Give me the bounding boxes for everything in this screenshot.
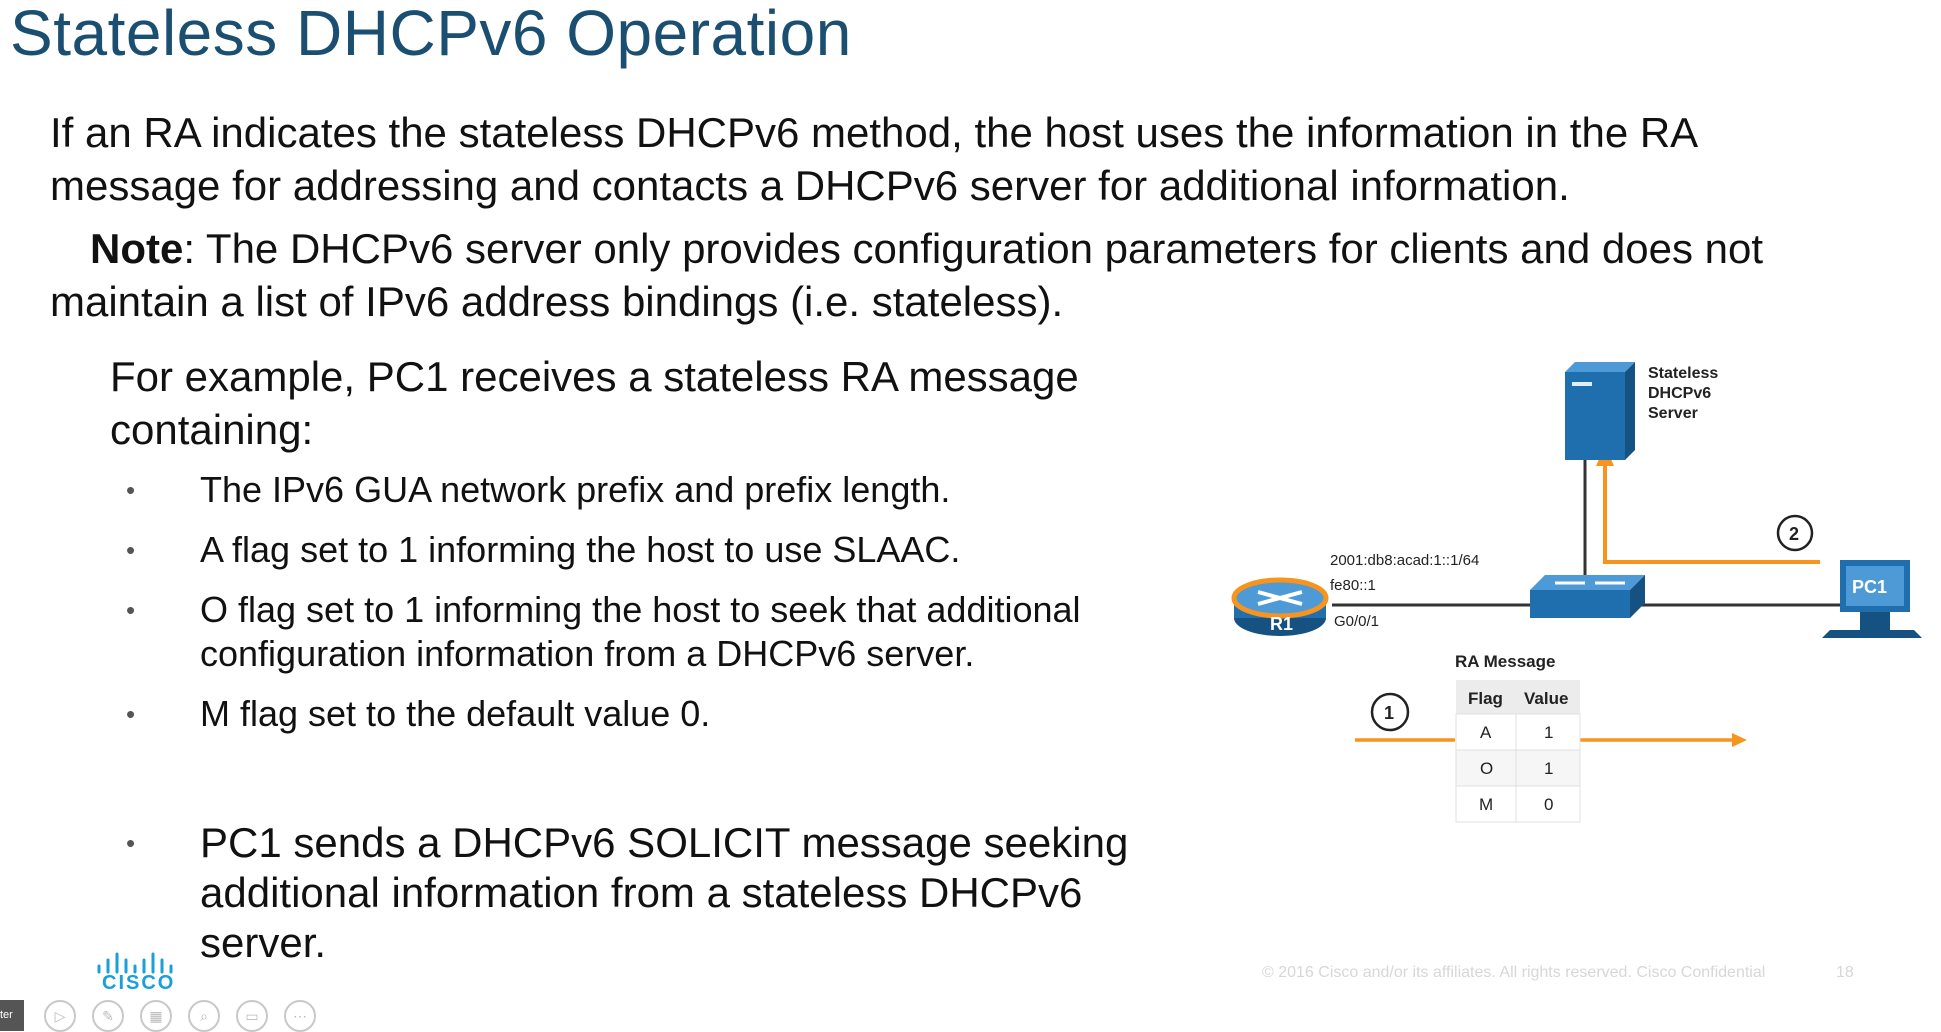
table-header-flag: Flag (1468, 689, 1503, 708)
step-1-marker (1370, 692, 1410, 732)
pen-icon[interactable]: ✎ (92, 1000, 124, 1032)
bullet-icon: • (126, 699, 136, 729)
table-cell: O (1480, 759, 1493, 778)
cisco-logo-text: CISCO (102, 972, 176, 994)
cisco-logo-icon (97, 952, 173, 974)
server-label-line3: Server (1648, 405, 1698, 422)
slide-title: Stateless DHCPv6 Operation (10, 0, 852, 69)
ra-contents-list: • The IPv6 GUA network prefix and prefix… (120, 468, 1180, 736)
list-item: • PC1 sends a DHCPv6 SOLICIT message see… (120, 818, 1180, 968)
bullet-text: The IPv6 GUA network prefix and prefix l… (200, 469, 951, 510)
table-cell: 1 (1544, 723, 1553, 742)
router-icon (1231, 577, 1329, 636)
ra-message-title: RA Message (1455, 652, 1555, 671)
step-2-marker (1776, 514, 1814, 552)
bullet-icon: • (126, 475, 136, 505)
dhcpv6-server-icon (1565, 362, 1635, 460)
solicit-list: • PC1 sends a DHCPv6 SOLICIT message see… (120, 818, 1180, 968)
slides-icon[interactable]: ▦ (140, 1000, 172, 1032)
list-item: • A flag set to 1 informing the host to … (120, 528, 1180, 572)
step-1-label: 1 (1384, 703, 1394, 723)
note-label: Note (90, 225, 184, 272)
server-label-line1: Stateless (1648, 365, 1718, 382)
play-icon[interactable]: ▷ (44, 1000, 76, 1032)
table-cell: A (1480, 723, 1492, 742)
ra-arrowhead (1732, 733, 1747, 747)
table-cell: M (1479, 795, 1493, 814)
ra-flags-table: Flag Value A 1 O 1 M 0 (1455, 680, 1581, 823)
page-number: 18 (1836, 964, 1854, 981)
pc-label: PC1 (1852, 577, 1887, 597)
subtitles-icon[interactable]: ▭ (236, 1000, 268, 1032)
copyright-footer: © 2016 Cisco and/or its affiliates. All … (1262, 964, 1766, 981)
pc1-icon (1822, 560, 1922, 638)
bullet-text: PC1 sends a DHCPv6 SOLICIT message seeki… (200, 819, 1129, 966)
table-cell: 1 (1544, 759, 1553, 778)
bullet-text: O flag set to 1 informing the host to se… (200, 589, 1081, 674)
presenter-view-tab[interactable]: ter (0, 1000, 24, 1031)
bullet-icon: • (126, 535, 136, 565)
table-cell: 0 (1544, 795, 1553, 814)
list-item: • The IPv6 GUA network prefix and prefix… (120, 468, 1180, 512)
bullet-icon: • (126, 828, 136, 858)
switch-icon (1530, 575, 1645, 618)
bullet-text: M flag set to the default value 0. (200, 693, 711, 734)
bullet-icon: • (126, 595, 136, 625)
slideshow-toolbar: ▷ ✎ ▦ ⌕ ▭ ⋯ (0, 995, 340, 1032)
example-intro: For example, PC1 receives a stateless RA… (110, 353, 1079, 453)
network-diagram: Stateless DHCPv6 Server R1 2001:db8:acad… (1231, 362, 1922, 823)
bullet-text: A flag set to 1 informing the host to us… (200, 529, 961, 570)
more-icon[interactable]: ⋯ (284, 1000, 316, 1032)
server-label-line2: DHCPv6 (1648, 385, 1711, 402)
note-text: : The DHCPv6 server only provides config… (50, 225, 1764, 325)
table-header-value: Value (1524, 689, 1568, 708)
router-label: R1 (1270, 614, 1293, 634)
list-item: • O flag set to 1 informing the host to … (120, 588, 1180, 676)
interface-label: G0/0/1 (1334, 613, 1379, 630)
zoom-icon[interactable]: ⌕ (188, 1000, 220, 1032)
step-2-label: 2 (1789, 524, 1799, 544)
note-paragraph: Note: The DHCPv6 server only provides co… (50, 222, 1810, 328)
paragraph-ra-method: If an RA indicates the stateless DHCPv6 … (50, 109, 1696, 209)
ipv6-gua: 2001:db8:acad:1::1/64 (1330, 552, 1479, 569)
solicit-arrow (1603, 462, 1820, 564)
link-local-address: fe80::1 (1330, 577, 1376, 594)
list-item: • M flag set to the default value 0. (120, 692, 1180, 736)
